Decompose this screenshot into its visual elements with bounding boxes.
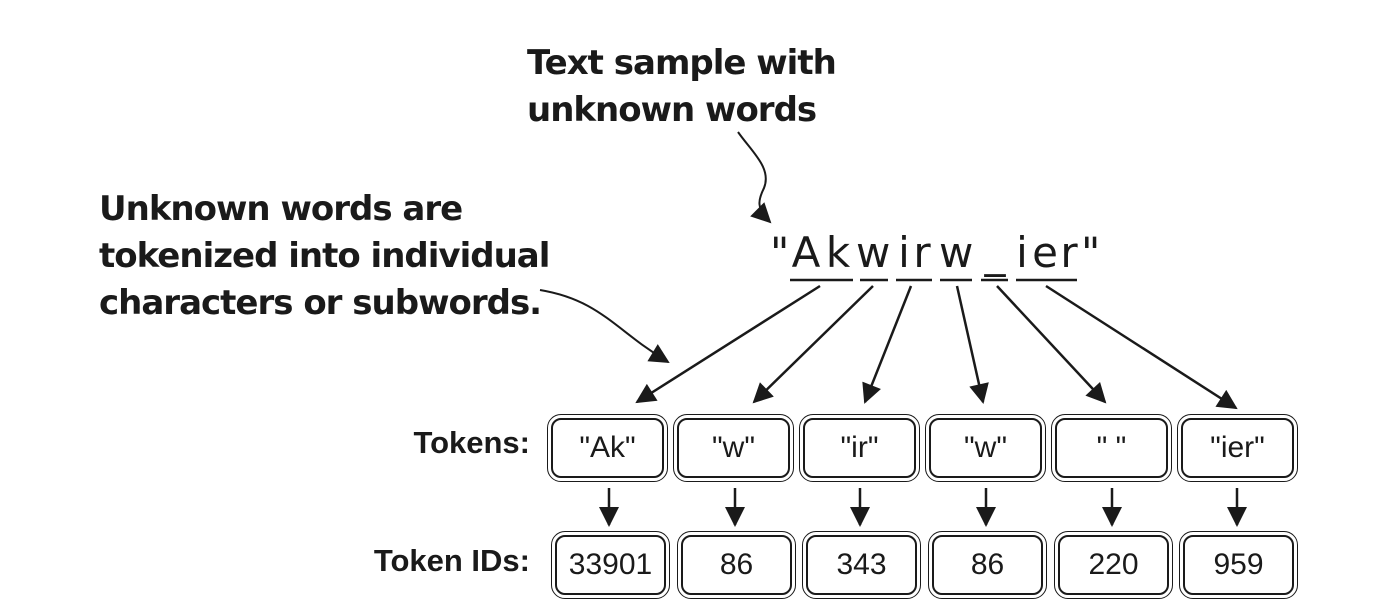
- token-to-id-arrows: [599, 488, 1247, 527]
- sample-char: A: [791, 228, 821, 277]
- token-box: "Ak": [547, 414, 668, 482]
- sample-char: w: [856, 228, 891, 277]
- token-id-box: 86: [928, 531, 1047, 599]
- token-box: "ir": [799, 414, 920, 482]
- tokens-row-label: Tokens:: [413, 425, 530, 460]
- token-id-box: 959: [1179, 531, 1298, 599]
- arrow-to-token-3: [862, 285, 913, 404]
- token-box: "ier": [1177, 414, 1298, 482]
- sample-char: e: [1032, 228, 1058, 277]
- arrow-to-token-6: [1045, 284, 1238, 410]
- arrow-to-token-4: [955, 285, 989, 404]
- token-box: " ": [1051, 414, 1172, 482]
- sample-char: ": [1081, 228, 1101, 277]
- sample-char: r: [913, 228, 931, 277]
- token-box: "w": [673, 414, 794, 482]
- subword-to-token-arrows: [635, 284, 1238, 410]
- token-box: "w": [925, 414, 1046, 482]
- token-id-box: 343: [802, 531, 921, 599]
- arrow-to-token-5: [996, 285, 1107, 404]
- left-callout-pointer: [539, 289, 670, 364]
- callout-text-sample: Text sample with unknown words: [527, 43, 837, 130]
- token-ids-row-label: Token IDs:: [373, 543, 530, 578]
- sample-char: ": [770, 228, 790, 277]
- sample-char: _: [984, 228, 1006, 277]
- arrow-to-token-1: [635, 284, 821, 404]
- token-id-box: 86: [677, 531, 796, 599]
- sample-char: w: [939, 228, 974, 277]
- sample-char: k: [825, 228, 851, 277]
- sample-char: i: [898, 228, 910, 277]
- sample-char: r: [1060, 228, 1078, 277]
- token-id-box: 33901: [551, 531, 670, 599]
- arrow-to-token-2: [752, 285, 874, 404]
- top-callout-pointer: [737, 131, 772, 224]
- token-id-box: 220: [1054, 531, 1173, 599]
- callout-unknown-words: Unknown words are tokenized into individ…: [99, 189, 550, 323]
- sample-char: i: [1016, 228, 1028, 277]
